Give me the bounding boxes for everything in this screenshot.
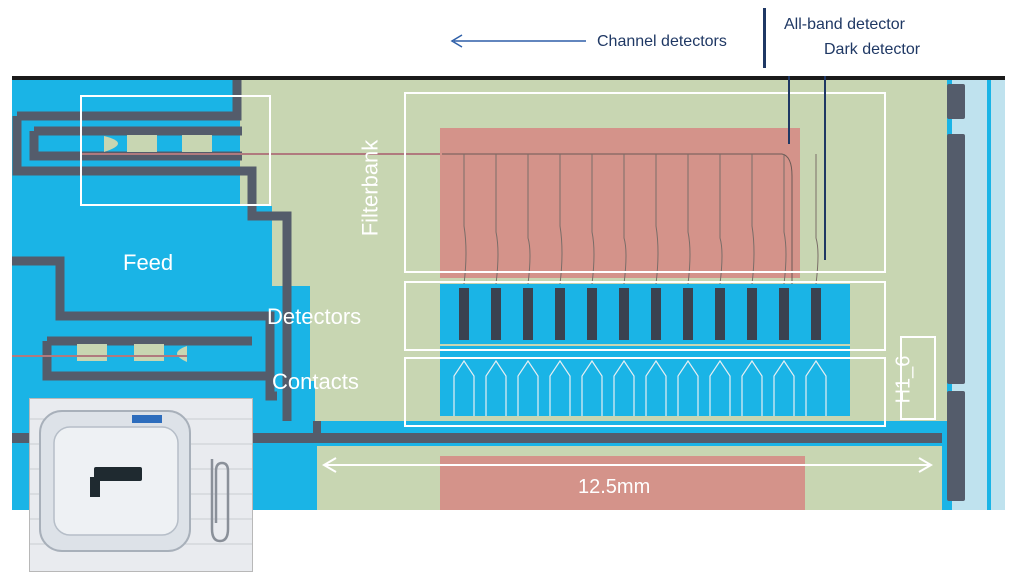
chip-micrograph: H1_6 bbox=[12, 76, 1005, 510]
divider-line bbox=[763, 8, 766, 68]
detector-element bbox=[523, 288, 533, 340]
contacts-label: Contacts bbox=[272, 369, 359, 394]
detector-element bbox=[811, 288, 821, 340]
detector-element bbox=[747, 288, 757, 340]
filterbank-channel-line bbox=[463, 154, 467, 285]
detector-element bbox=[459, 288, 469, 340]
filterbank-label: Filterbank bbox=[357, 139, 383, 237]
chip-id-label: H1_6 bbox=[892, 355, 915, 404]
detector-element bbox=[587, 288, 597, 340]
contacts-highlight-box bbox=[404, 357, 886, 427]
all-band-pointer bbox=[788, 76, 790, 144]
dark-pointer bbox=[824, 76, 826, 260]
detector-element bbox=[715, 288, 725, 340]
contact-line bbox=[485, 359, 507, 416]
all-band-detector-label: All-band detector bbox=[784, 16, 905, 33]
contact-line bbox=[677, 359, 699, 416]
contact-line bbox=[805, 359, 827, 416]
channel-arrow-icon bbox=[448, 31, 588, 51]
scale-bar-icon bbox=[320, 455, 935, 475]
detector-element bbox=[619, 288, 629, 340]
contact-line bbox=[453, 359, 475, 416]
chip-id-box: H1_6 bbox=[892, 336, 936, 420]
filterbank-channel-line bbox=[751, 154, 755, 285]
detector-element bbox=[683, 288, 693, 340]
feed-highlight-box bbox=[80, 95, 271, 206]
detectors-label: Detectors bbox=[267, 304, 362, 329]
filterbank-channel-line bbox=[559, 154, 563, 285]
filterbank-channel-line bbox=[527, 154, 531, 285]
dark-detector-label: Dark detector bbox=[824, 41, 921, 58]
contact-line bbox=[741, 359, 763, 416]
filterbank-channel-line bbox=[815, 154, 819, 285]
contact-line bbox=[773, 359, 795, 416]
filterbank-highlight-box bbox=[404, 92, 886, 273]
filterbank-channel-line bbox=[495, 154, 499, 285]
filterbank-channel-line bbox=[687, 154, 691, 285]
contact-line bbox=[549, 359, 571, 416]
filterbank-channel-line bbox=[719, 154, 723, 285]
detector-element bbox=[491, 288, 501, 340]
filterbank-channel-line bbox=[591, 154, 595, 285]
contact-line bbox=[517, 359, 539, 416]
detector-element bbox=[651, 288, 661, 340]
filterbank-channel-line bbox=[783, 154, 787, 285]
contact-line bbox=[645, 359, 667, 416]
detector-element bbox=[779, 288, 789, 340]
detector-element bbox=[555, 288, 565, 340]
filterbank-channel-line bbox=[655, 154, 659, 285]
feed-label: Feed bbox=[123, 250, 174, 275]
inset-photo bbox=[29, 398, 253, 572]
contact-line bbox=[709, 359, 731, 416]
contact-line bbox=[613, 359, 635, 416]
channel-detectors-label: Channel detectors bbox=[597, 33, 727, 50]
filterbank-channel-line bbox=[623, 154, 627, 285]
detectors-highlight-box bbox=[404, 281, 886, 351]
contact-line bbox=[581, 359, 603, 416]
scale-label: 12.5mm bbox=[578, 476, 651, 498]
